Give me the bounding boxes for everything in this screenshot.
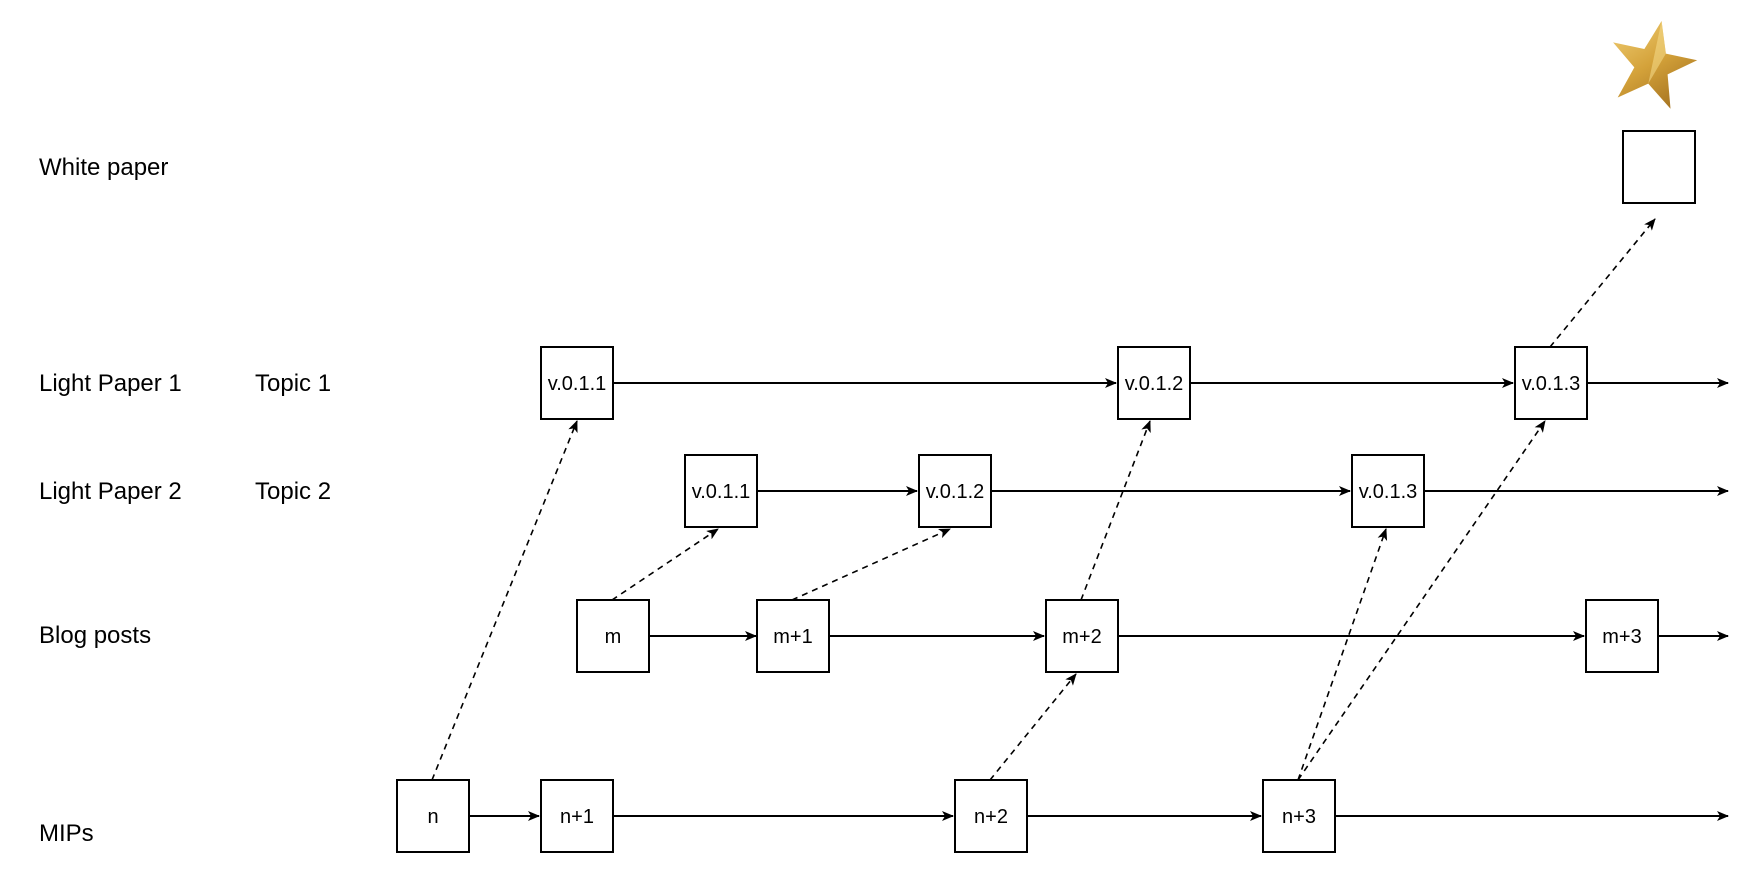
svg-text:n: n bbox=[427, 806, 438, 828]
dep-mip-n3-to-lp2-v013 bbox=[1297, 528, 1388, 781]
row-label-light-paper-1: Light Paper 1 bbox=[39, 370, 182, 397]
node-mip-n[interactable]: n bbox=[396, 779, 470, 853]
topic-label-2: Topic 2 bbox=[255, 478, 331, 505]
row-label-mips: MIPs bbox=[39, 820, 94, 847]
svg-text:v.0.1.1: v.0.1.1 bbox=[692, 481, 751, 503]
dep-mip-n-to-lp1-v011 bbox=[431, 420, 578, 781]
node-lp2-v011[interactable]: v.0.1.1 bbox=[684, 454, 758, 528]
node-mip-n1[interactable]: n+1 bbox=[540, 779, 614, 853]
node-lp1-v013[interactable]: v.0.1.3 bbox=[1514, 346, 1588, 420]
dep-lp1-v013-to-white-paper bbox=[1549, 218, 1656, 348]
node-white-paper[interactable] bbox=[1622, 130, 1696, 204]
row-label-light-paper-2: Light Paper 2 bbox=[39, 478, 182, 505]
svg-text:m+3: m+3 bbox=[1602, 626, 1641, 648]
row-label-white-paper: White paper bbox=[39, 154, 168, 181]
node-lp1-v012[interactable]: v.0.1.2 bbox=[1117, 346, 1191, 420]
svg-text:n+1: n+1 bbox=[560, 806, 594, 828]
dep-blog-m1-to-lp2-v012 bbox=[791, 528, 951, 601]
svg-text:v.0.1.1: v.0.1.1 bbox=[548, 373, 607, 395]
node-mip-n2[interactable]: n+2 bbox=[954, 779, 1028, 853]
node-lp2-v013[interactable]: v.0.1.3 bbox=[1351, 454, 1425, 528]
node-blog-m3[interactable]: m+3 bbox=[1585, 599, 1659, 673]
svg-text:v.0.1.3: v.0.1.3 bbox=[1359, 481, 1418, 503]
dep-mip-n3-to-lp1-v013 bbox=[1297, 420, 1546, 781]
dep-mip-n2-to-blog-m2 bbox=[989, 673, 1077, 781]
dep-blog-m2-to-lp1-v012 bbox=[1080, 420, 1151, 601]
node-mip-n3[interactable]: n+3 bbox=[1262, 779, 1336, 853]
dep-blog-m-to-lp2-v011 bbox=[611, 528, 719, 601]
svg-text:n+2: n+2 bbox=[974, 806, 1008, 828]
node-lp2-v012[interactable]: v.0.1.2 bbox=[918, 454, 992, 528]
star-icon bbox=[1613, 21, 1698, 109]
node-blog-m[interactable]: m bbox=[576, 599, 650, 673]
svg-text:n+3: n+3 bbox=[1282, 806, 1316, 828]
svg-text:m: m bbox=[605, 626, 622, 648]
svg-text:m+2: m+2 bbox=[1062, 626, 1101, 648]
svg-text:v.0.1.2: v.0.1.2 bbox=[1125, 373, 1184, 395]
svg-text:v.0.1.2: v.0.1.2 bbox=[926, 481, 985, 503]
node-blog-m1[interactable]: m+1 bbox=[756, 599, 830, 673]
svg-text:m+1: m+1 bbox=[773, 626, 812, 648]
node-lp1-v011[interactable]: v.0.1.1 bbox=[540, 346, 614, 420]
svg-text:v.0.1.3: v.0.1.3 bbox=[1522, 373, 1581, 395]
row-label-blog-posts: Blog posts bbox=[39, 622, 151, 649]
topic-label-1: Topic 1 bbox=[255, 370, 331, 397]
node-blog-m2[interactable]: m+2 bbox=[1045, 599, 1119, 673]
